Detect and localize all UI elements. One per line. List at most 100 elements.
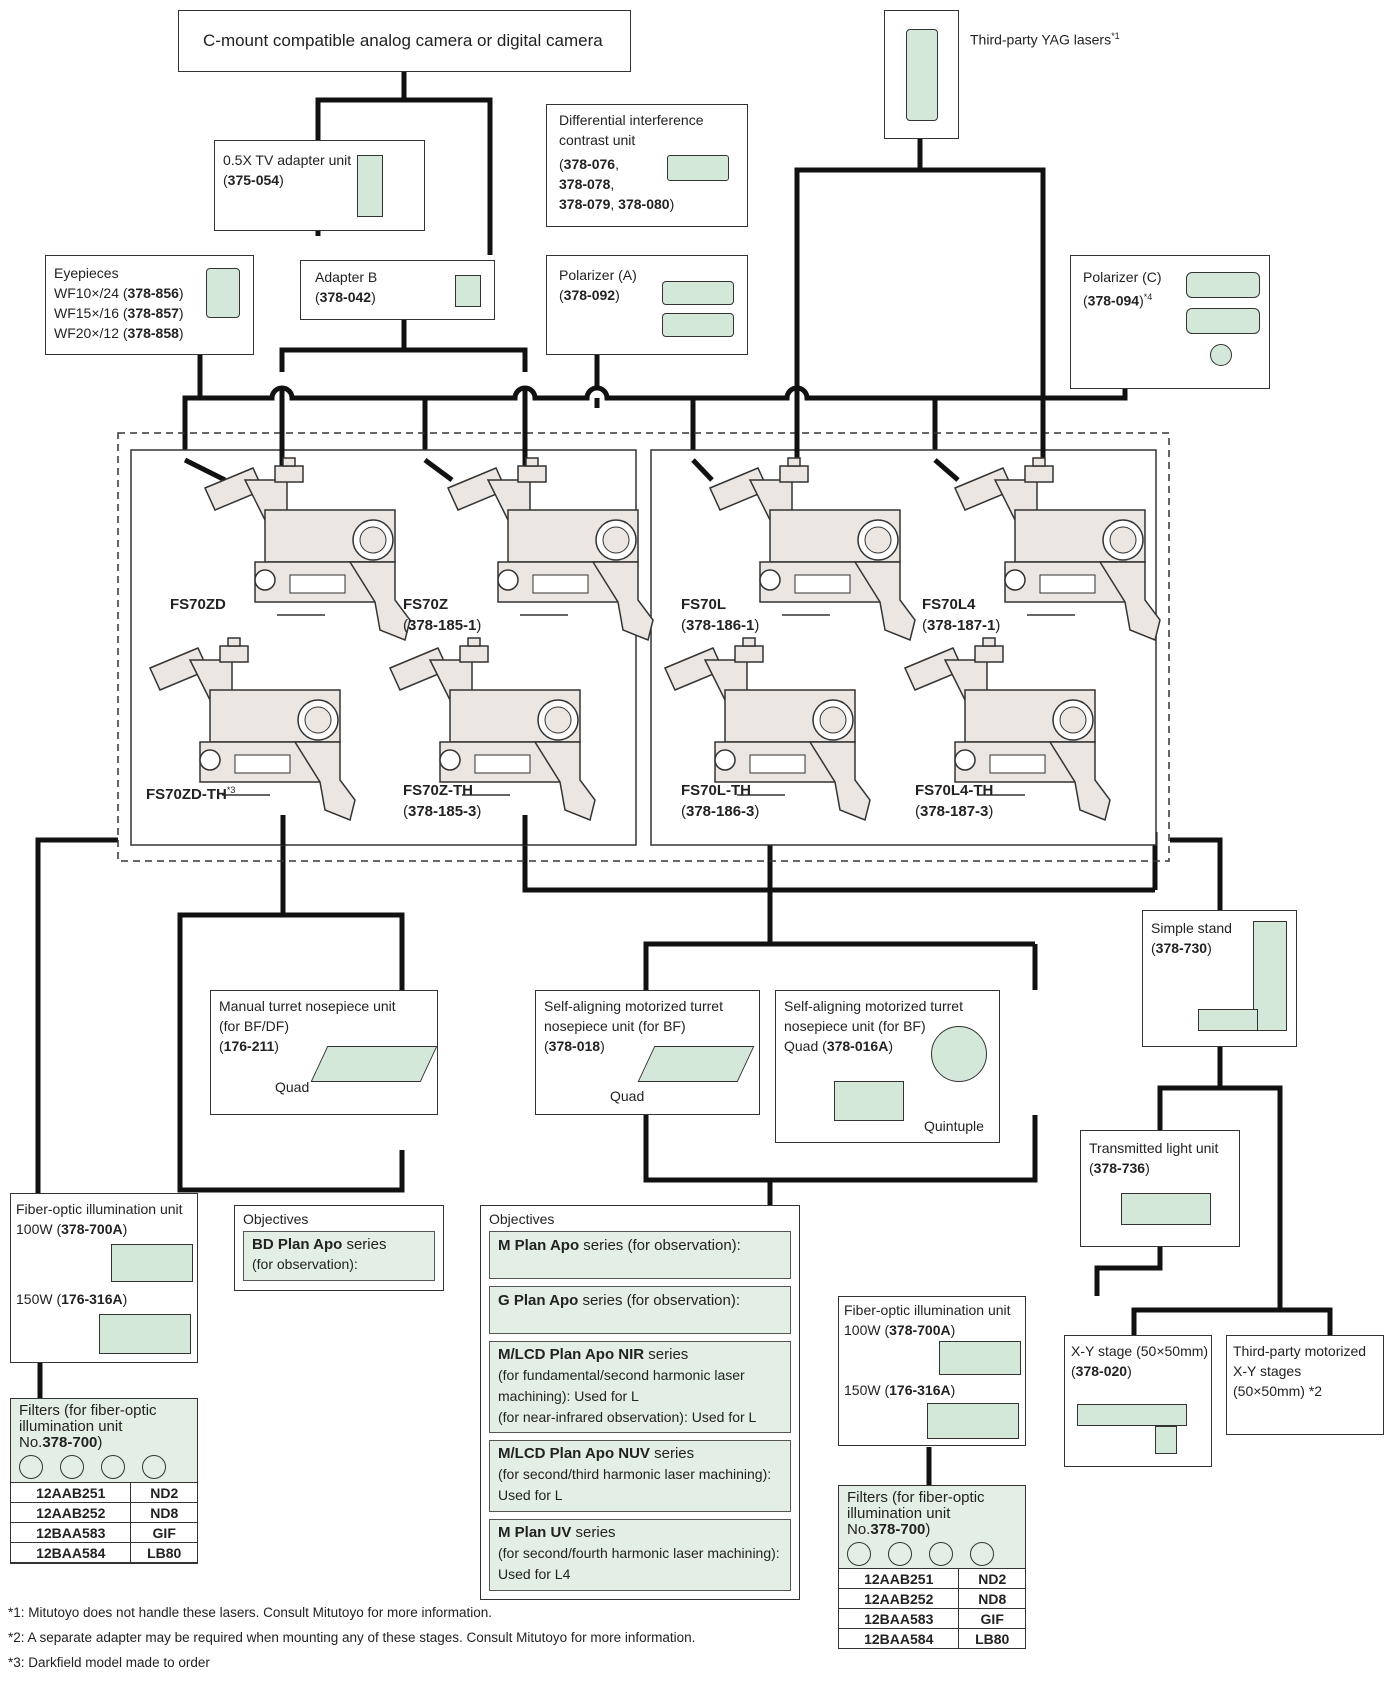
table-cell: 12BAA583 — [837, 1608, 960, 1629]
filter-disc-icon — [929, 1542, 953, 1566]
motor-turret-2-code: Quad (378-016A) — [784, 1038, 893, 1054]
objective-series-note: (for second/fourth harmonic laser machin… — [498, 1545, 780, 1561]
table-cell: 12BAA583 — [9, 1522, 132, 1543]
manual-turret-code: (176-211) — [219, 1038, 279, 1054]
objective-series-name: G Plan Apo series (for observation): — [498, 1292, 741, 1309]
table-cell: 12AAB252 — [9, 1502, 132, 1523]
fiber-right-box: Fiber-optic illumination unit 100W (378-… — [838, 1296, 1026, 1446]
xy-stage-box: X-Y stage (50×50mm) (378-020) — [1064, 1335, 1212, 1467]
stand-icon — [1253, 921, 1287, 1031]
illuminator-icon — [927, 1403, 1019, 1439]
motor-turret-code: (378-018) — [544, 1038, 605, 1054]
dic-codes-1: (378-076, — [559, 156, 619, 172]
stand-base-icon — [1198, 1009, 1258, 1031]
illuminator-icon — [99, 1314, 191, 1354]
eyepieces-box: Eyepieces WF10×/24 (378-856) WF15×/16 (3… — [45, 255, 254, 355]
model-label: FS70ZD — [170, 596, 226, 613]
turret-icon — [637, 1046, 755, 1082]
fiber-left-150w: 150W (176-316A) — [16, 1291, 128, 1307]
motor-turret-type: Quad — [610, 1088, 645, 1104]
footnote: *2: A separate adapter may be required w… — [8, 1630, 696, 1645]
xy-stage-icon — [1077, 1404, 1187, 1426]
filters-title-2: illumination unit — [19, 1418, 123, 1435]
dic-box: Differential interference contrast unit … — [546, 104, 748, 227]
illuminator-icon — [111, 1244, 193, 1282]
filter-disc-icon — [888, 1542, 912, 1566]
motor-turret-2-sub: nosepiece unit (for BF) — [784, 1018, 926, 1034]
adapter-b-title: Adapter B — [315, 269, 378, 285]
objective-series-note: machining): Used for L — [498, 1388, 639, 1404]
manual-turret-type: Quad — [275, 1079, 310, 1095]
filter-disc-icon — [142, 1455, 166, 1479]
filters-title-3: No.378-700) — [19, 1434, 103, 1451]
filter-disc-icon — [19, 1455, 43, 1479]
simple-stand-box: Simple stand (378-730) — [1142, 910, 1297, 1047]
turret-icon — [310, 1046, 438, 1082]
objective-series-card: BD Plan Apo series (for observation): — [243, 1231, 435, 1281]
filter-disc-icon — [101, 1455, 125, 1479]
filter-disc-row — [19, 1455, 166, 1484]
table-cell: GIF — [130, 1522, 198, 1543]
eyepieces-title: Eyepieces — [54, 265, 119, 281]
table-cell: 12BAA584 — [9, 1542, 132, 1563]
model-code: (378-186-1) — [681, 617, 760, 634]
model-label: FS70Z — [403, 596, 449, 613]
model-code: (378-186-3) — [681, 803, 760, 820]
dic-prism-icon — [667, 155, 729, 181]
filter-disc-icon — [60, 1455, 84, 1479]
table-cell: 12AAB251 — [837, 1568, 960, 1589]
table-cell: 12BAA584 — [837, 1628, 960, 1649]
objectives-right-title: Objectives — [489, 1211, 555, 1227]
simple-stand-code: (378-730) — [1151, 940, 1212, 956]
yag-label: Third-party YAG lasers*1 — [970, 31, 1120, 48]
table-cell: ND2 — [130, 1482, 198, 1503]
transmitted-light-icon — [1121, 1193, 1211, 1225]
yag-laser-icon — [906, 29, 938, 121]
analyzer-icon — [662, 313, 734, 337]
model-label: FS70ZD-TH*3 — [146, 785, 236, 803]
eyepiece-icon — [206, 268, 240, 318]
filter-disc-icon — [970, 1542, 994, 1566]
third-party-xy-sub: X-Y stages — [1233, 1363, 1302, 1379]
model-code: (378-187-1) — [922, 617, 1001, 634]
model-label: FS70Z-TH — [403, 782, 474, 799]
table-cell: LB80 — [130, 1542, 198, 1563]
motor-turret-2-box: Self-aligning motorized turret nosepiece… — [775, 990, 1000, 1143]
fiber-right-150w: 150W (176-316A) — [844, 1382, 956, 1398]
model-code: (378-187-3) — [915, 803, 994, 820]
dic-codes-3: 378-079, 378-080) — [559, 196, 675, 212]
controller-icon — [834, 1081, 904, 1121]
illuminator-icon — [939, 1341, 1021, 1375]
filter-disc-icon — [847, 1542, 871, 1566]
table-cell: LB80 — [958, 1628, 1026, 1649]
objective-series-name: M Plan UV series — [498, 1524, 616, 1541]
transmitted-title: Transmitted light unit — [1089, 1140, 1219, 1156]
filter-ring-icon — [1210, 344, 1232, 366]
objective-series-card: G Plan Apo series (for observation): — [489, 1286, 791, 1334]
xy-stage-title: X-Y stage (50×50mm) — [1071, 1343, 1209, 1359]
objective-series-card: M/LCD Plan Apo NIR series (for fundament… — [489, 1341, 791, 1433]
polarizer-a-code: (378-092) — [559, 287, 620, 303]
motor-turret-title: Self-aligning motorized turret — [544, 998, 723, 1014]
yag-box — [884, 10, 959, 139]
xy-stage-code: (378-020) — [1071, 1363, 1132, 1379]
tv-adapter-icon — [357, 155, 383, 217]
objective-series-note: Used for L4 — [498, 1566, 571, 1582]
tv-adapter-code: (375-054) — [223, 172, 284, 188]
objectives-left-title: Objectives — [243, 1211, 309, 1227]
third-party-xy-box: Third-party motorized X-Y stages (50×50m… — [1226, 1335, 1384, 1435]
analyzer-c-icon — [1186, 308, 1260, 334]
camera-label: C-mount compatible analog camera or digi… — [203, 31, 603, 50]
fiber-right-title: Fiber-optic illumination unit — [844, 1302, 1011, 1318]
tv-adapter-title: 0.5X TV adapter unit — [223, 152, 352, 168]
filters-title-1: Filters (for fiber-optic — [19, 1402, 157, 1419]
polarizer-c-icon — [1186, 272, 1260, 298]
motor-turret-2-title: Self-aligning motorized turret — [784, 998, 963, 1014]
manual-turret-title: Manual turret nosepiece unit — [219, 998, 396, 1014]
footnote: *1: Mitutoyo does not handle these laser… — [8, 1605, 492, 1620]
third-party-xy-size: (50×50mm) *2 — [1233, 1383, 1323, 1399]
